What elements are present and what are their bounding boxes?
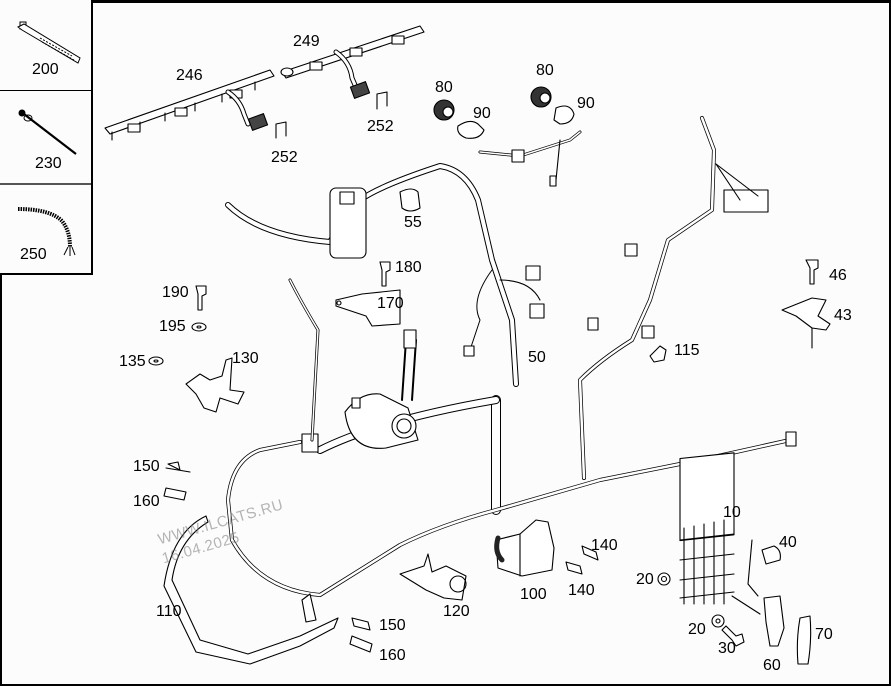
washer-135[interactable]: [148, 356, 164, 366]
bolt-46[interactable]: [805, 259, 819, 285]
bolt-190[interactable]: [195, 285, 207, 311]
bracket-170[interactable]: [335, 289, 401, 327]
callout-115[interactable]: 115: [674, 342, 700, 359]
part-cell-200[interactable]: 200: [0, 0, 91, 91]
callout-170[interactable]: 170: [377, 295, 404, 312]
callout-252-left[interactable]: 252: [271, 149, 298, 166]
callout-140-upper[interactable]: 140: [591, 537, 618, 554]
bolt-150-left[interactable]: [165, 461, 191, 473]
callout-160-left[interactable]: 160: [133, 493, 160, 510]
callout-46[interactable]: 46: [829, 267, 847, 284]
clip-252-left[interactable]: [275, 121, 287, 139]
callout-20-lower[interactable]: 20: [688, 621, 706, 638]
callout-30[interactable]: 30: [718, 640, 736, 657]
callout-90-left[interactable]: 90: [473, 105, 491, 122]
bolt-180[interactable]: [379, 261, 391, 287]
callout-120[interactable]: 120: [443, 603, 470, 620]
holder-130[interactable]: [185, 357, 245, 413]
bracket-43[interactable]: [781, 297, 831, 331]
grommet-55[interactable]: [399, 188, 421, 212]
small-parts-panel: 200 230 250: [0, 0, 93, 275]
washer-20-lower[interactable]: [711, 614, 725, 628]
part-cell-230[interactable]: 230: [0, 91, 91, 185]
bolt-150-lower[interactable]: [351, 617, 371, 631]
stud-160-lower[interactable]: [349, 635, 373, 653]
injector-harness-246[interactable]: [104, 69, 275, 141]
bolt-140-upper[interactable]: [581, 545, 599, 561]
callout-195[interactable]: 195: [159, 318, 186, 335]
braided-sleeve-icon: [17, 207, 76, 256]
washer-195[interactable]: [191, 322, 207, 332]
callout-110[interactable]: 110: [156, 603, 182, 620]
cable-tie-clip-icon: [18, 109, 77, 155]
cover-70[interactable]: [796, 615, 812, 665]
nut-20-left[interactable]: [657, 572, 671, 586]
part-label-250[interactable]: 250: [20, 246, 47, 263]
cap-90-right[interactable]: [553, 105, 575, 125]
control-unit-10[interactable]: [679, 452, 735, 605]
callout-50[interactable]: 50: [528, 349, 546, 366]
stud-160-left[interactable]: [163, 487, 187, 501]
callout-180[interactable]: 180: [395, 259, 422, 276]
callout-150-left[interactable]: 150: [133, 458, 160, 475]
callout-135[interactable]: 135: [119, 353, 146, 370]
callout-130[interactable]: 130: [232, 350, 259, 367]
callout-60[interactable]: 60: [763, 657, 781, 674]
callout-140-lower[interactable]: 140: [568, 582, 595, 599]
bracket-120[interactable]: [399, 553, 467, 601]
callout-252-right[interactable]: 252: [367, 118, 394, 135]
callout-100[interactable]: 100: [520, 586, 547, 603]
part-cell-250[interactable]: 250: [0, 185, 91, 273]
leader-line-60: [731, 595, 761, 615]
callout-40[interactable]: 40: [779, 534, 797, 551]
injector-harness-249[interactable]: [280, 25, 425, 99]
clip-115[interactable]: [649, 345, 667, 363]
callout-160-lower[interactable]: 160: [379, 647, 406, 664]
part-label-200[interactable]: 200: [32, 61, 59, 78]
callout-80-left[interactable]: 80: [435, 79, 453, 96]
callout-70[interactable]: 70: [815, 626, 833, 643]
clip-252-right[interactable]: [376, 91, 388, 110]
leader-line-40: [747, 539, 759, 597]
cap-40[interactable]: [761, 545, 781, 565]
callout-10[interactable]: 10: [723, 504, 741, 521]
bracket-110[interactable]: [163, 515, 339, 665]
cable-tie-icon: [17, 21, 81, 64]
component-100[interactable]: [494, 519, 555, 577]
bolt-140-lower[interactable]: [565, 561, 583, 575]
callout-20-left[interactable]: 20: [636, 571, 654, 588]
callout-43[interactable]: 43: [834, 307, 852, 324]
callout-150-lower[interactable]: 150: [379, 617, 406, 634]
cap-90-left[interactable]: [457, 120, 485, 139]
bolt-30[interactable]: [721, 625, 745, 647]
connector-60[interactable]: [763, 595, 785, 647]
throttle-body[interactable]: [344, 329, 419, 449]
callout-80-right[interactable]: 80: [536, 62, 554, 79]
callout-249[interactable]: 249: [293, 33, 320, 50]
callout-55[interactable]: 55: [404, 214, 422, 231]
callout-246[interactable]: 246: [176, 67, 203, 84]
callout-90-right[interactable]: 90: [577, 95, 595, 112]
part-label-230[interactable]: 230: [35, 155, 62, 172]
callout-190[interactable]: 190: [162, 284, 189, 301]
